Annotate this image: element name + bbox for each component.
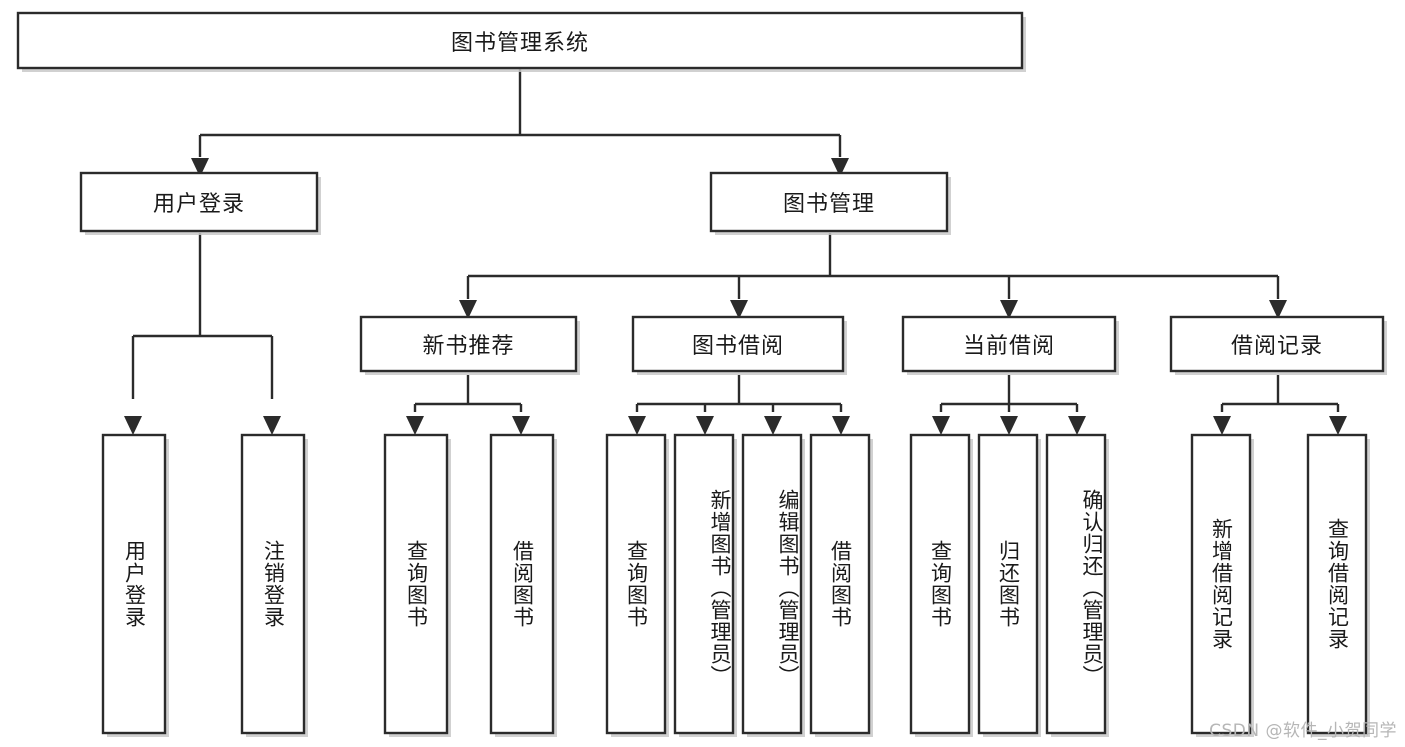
node-user-login[interactable]: [79, 171, 321, 235]
node-book-manage[interactable]: [709, 171, 951, 235]
node-leaf-add-record[interactable]: [1190, 433, 1254, 737]
edges-root-to-level2: [198, 68, 842, 157]
arrowheads-level3: [459, 300, 1287, 319]
node-leaf-user-login[interactable]: [101, 433, 169, 737]
node-leaf-logout-login[interactable]: [240, 433, 308, 737]
node-root-system[interactable]: [16, 11, 1026, 72]
node-leaf-borrow-book-2[interactable]: [809, 433, 873, 737]
edges-currentborrow-to-leaves: [939, 375, 1079, 412]
edges-bookborrow-to-leaves: [635, 375, 843, 412]
node-leaf-confirm-return[interactable]: [1045, 433, 1109, 737]
arrowheads-newbook-leaves: [406, 416, 530, 435]
node-leaf-query-book-3[interactable]: [909, 433, 973, 737]
arrowheads-userlogin-leaves: [124, 416, 281, 435]
node-current-borrow[interactable]: [901, 315, 1119, 375]
node-leaf-query-book-1[interactable]: [383, 433, 451, 737]
edges-userlogin-to-leaves: [131, 233, 274, 399]
csdn-watermark: CSDN @软件_小贺同学: [1209, 721, 1397, 741]
node-leaf-query-book-2[interactable]: [605, 433, 669, 737]
node-leaf-edit-book[interactable]: [741, 433, 805, 737]
arrowheads-bookborrow-leaves: [628, 416, 850, 435]
node-leaf-borrow-book-1[interactable]: [489, 433, 557, 737]
edges-borrowrecord-to-leaves: [1220, 375, 1340, 412]
node-leaf-return-book[interactable]: [977, 433, 1041, 737]
edges-newbook-to-leaves: [413, 375, 523, 412]
node-book-borrow[interactable]: [631, 315, 847, 375]
arrowheads-borrowrecord-leaves: [1213, 416, 1347, 435]
edges-booklmanage-to-level3: [466, 233, 1280, 299]
node-leaf-query-record[interactable]: [1306, 433, 1370, 737]
node-leaf-add-book[interactable]: [673, 433, 737, 737]
arrowheads-currentborrow-leaves: [932, 416, 1086, 435]
node-new-book-recommend[interactable]: [359, 315, 580, 375]
node-borrow-record[interactable]: [1169, 315, 1387, 375]
